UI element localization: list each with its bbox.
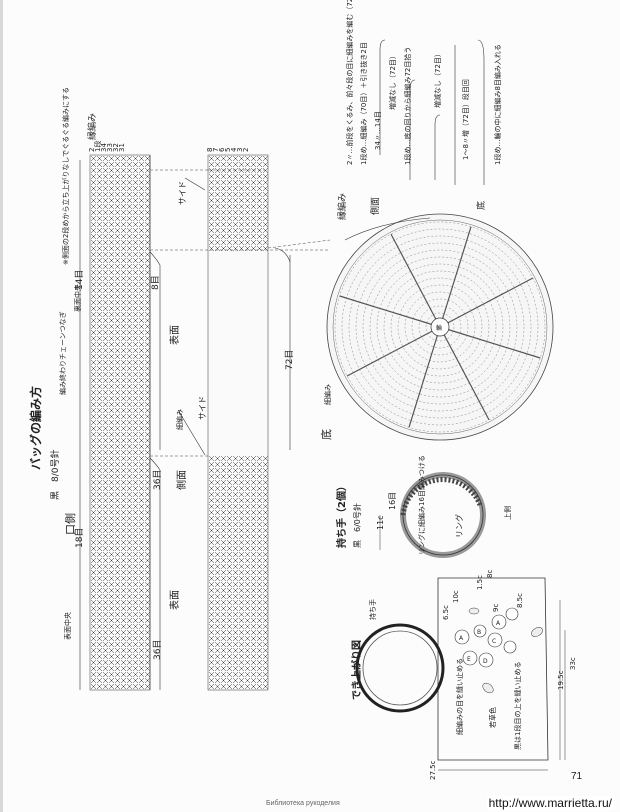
page-number: 71 bbox=[571, 771, 583, 782]
finished-title: でき上がり図 bbox=[350, 640, 363, 700]
side-start-note: ※側面の2段めから立ち上がりなしでぐるぐる編みにする bbox=[61, 87, 70, 265]
flower-letter: B bbox=[477, 629, 481, 636]
bottom-increase2: 1〜8〃増（72目）段目回 bbox=[461, 79, 470, 160]
row-number: 7 bbox=[212, 148, 220, 152]
row-number: 34 bbox=[100, 143, 108, 152]
handle-note: リングに細編み16目編みつける bbox=[417, 455, 426, 555]
dim-a: 6.5c bbox=[442, 605, 450, 620]
finished-handle-label: 持ち手 bbox=[368, 599, 377, 620]
count-36-upper: 36目 bbox=[152, 470, 163, 490]
bottom-label: 底 bbox=[319, 429, 333, 440]
row-number: 3 bbox=[236, 148, 244, 152]
dim-h1: 19.5c bbox=[557, 670, 565, 690]
count-36-lower: 36目 bbox=[152, 640, 163, 660]
edging-label-left: 縁編み bbox=[86, 113, 98, 140]
count-72: 72目 bbox=[284, 350, 295, 370]
flower-letter: E bbox=[467, 656, 471, 663]
scan-credit: Библиотека рукоделия bbox=[266, 800, 340, 807]
row-number: 31 bbox=[118, 143, 126, 152]
fine-stitch-label-mid: 細編み bbox=[175, 409, 184, 430]
back-center-label: 裏面中央 bbox=[73, 284, 82, 312]
attach-note: 細編みの目を縫い止める bbox=[455, 658, 464, 735]
row-number: 5 bbox=[224, 148, 232, 152]
side-row-1: 1段め…底の回りから細編み72目拾う bbox=[403, 47, 412, 165]
ring-label: リング bbox=[454, 514, 464, 538]
edging-label-right: 縁編み bbox=[336, 193, 348, 220]
row-number: 4 bbox=[230, 147, 238, 152]
row-number: 33 bbox=[106, 143, 114, 152]
attach-note-2: 黒は1段目の上を縫い止める bbox=[513, 662, 522, 750]
row-number: 32 bbox=[112, 143, 120, 152]
handle-yarn: 黒 6/0号針 bbox=[352, 503, 362, 548]
dim-e: 8.5c bbox=[516, 593, 524, 608]
side-increase-note: 増減なし（72目） bbox=[388, 52, 397, 110]
handle-title: 持ち手（2個） bbox=[335, 481, 348, 548]
flower-letter: C bbox=[492, 638, 496, 645]
edging-row-2: 2〃…前段をくるみ、前々段の目に細編みを編む（72目） bbox=[345, 0, 354, 165]
dim-b: 10c bbox=[452, 590, 460, 603]
right-stitch-panel bbox=[207, 154, 269, 691]
dim-w: 27.5c bbox=[429, 760, 437, 780]
bottom-header-right: 底 bbox=[475, 201, 487, 210]
flower-letter: A bbox=[496, 620, 501, 627]
finished-bag-diagram bbox=[355, 577, 566, 771]
front-center-label-left: 表面中央 bbox=[63, 612, 72, 640]
left-stitch-panel bbox=[89, 154, 151, 691]
front-label-lower: 表面 bbox=[168, 590, 181, 610]
row-number: 2 bbox=[242, 148, 250, 152]
edging-row-1: 1段め…細編み（70目）＋引き抜き2目 bbox=[359, 42, 368, 165]
front-label-upper: 表面 bbox=[168, 325, 181, 345]
dim-h2: 33c bbox=[569, 657, 577, 670]
dim-f: 9c bbox=[492, 604, 500, 612]
dim-c: 8c bbox=[486, 570, 494, 578]
flower-letter: A bbox=[459, 635, 464, 642]
side-header-right: 側面 bbox=[369, 197, 381, 215]
handle-width: 11c bbox=[376, 515, 385, 530]
opening-side-label: 口側 bbox=[64, 513, 77, 535]
row-number: 6 bbox=[218, 147, 226, 152]
finish-chain-label: 編み終わりチェーンつなぎ bbox=[58, 311, 67, 395]
green-label: 若草色 bbox=[488, 707, 497, 728]
handle-stitches: 16目 bbox=[388, 492, 397, 510]
side-row-34a: 34〃…14目 bbox=[374, 111, 382, 150]
dim-d: 1.5c bbox=[476, 575, 484, 590]
site-url[interactable]: http://www.marrietta.ru/ bbox=[486, 796, 614, 810]
fine-stitch-label-circle: 細編み bbox=[323, 384, 332, 405]
row-number: 2 bbox=[88, 148, 96, 152]
bottom-row-1: 1段め…輪の中に細編み8目編み入れる bbox=[493, 44, 502, 165]
bottom-increase-note: 増減なし（72目） bbox=[433, 50, 442, 108]
count-14: 14目 bbox=[74, 270, 85, 290]
ring-top-label: 上側 bbox=[503, 506, 512, 520]
row-number: 8 bbox=[206, 148, 214, 152]
side-panel-label: 側面 bbox=[175, 470, 188, 490]
bottom-center-ring: 輪 bbox=[436, 324, 442, 332]
row-number: 1段 bbox=[93, 141, 102, 152]
page-title: バッグの編み方 bbox=[28, 386, 43, 470]
side-label-upper: サイド bbox=[178, 181, 187, 205]
side-label-lower: サイド bbox=[198, 396, 207, 420]
bottom-circle-chart bbox=[326, 213, 554, 441]
handle-ring-diagram bbox=[379, 472, 486, 558]
count-8: 8目 bbox=[150, 275, 161, 290]
yarn-hook-spec: 黒 8/0号針 bbox=[49, 450, 61, 501]
count-18: 18目 bbox=[74, 528, 85, 548]
flower-letter: D bbox=[483, 658, 488, 665]
